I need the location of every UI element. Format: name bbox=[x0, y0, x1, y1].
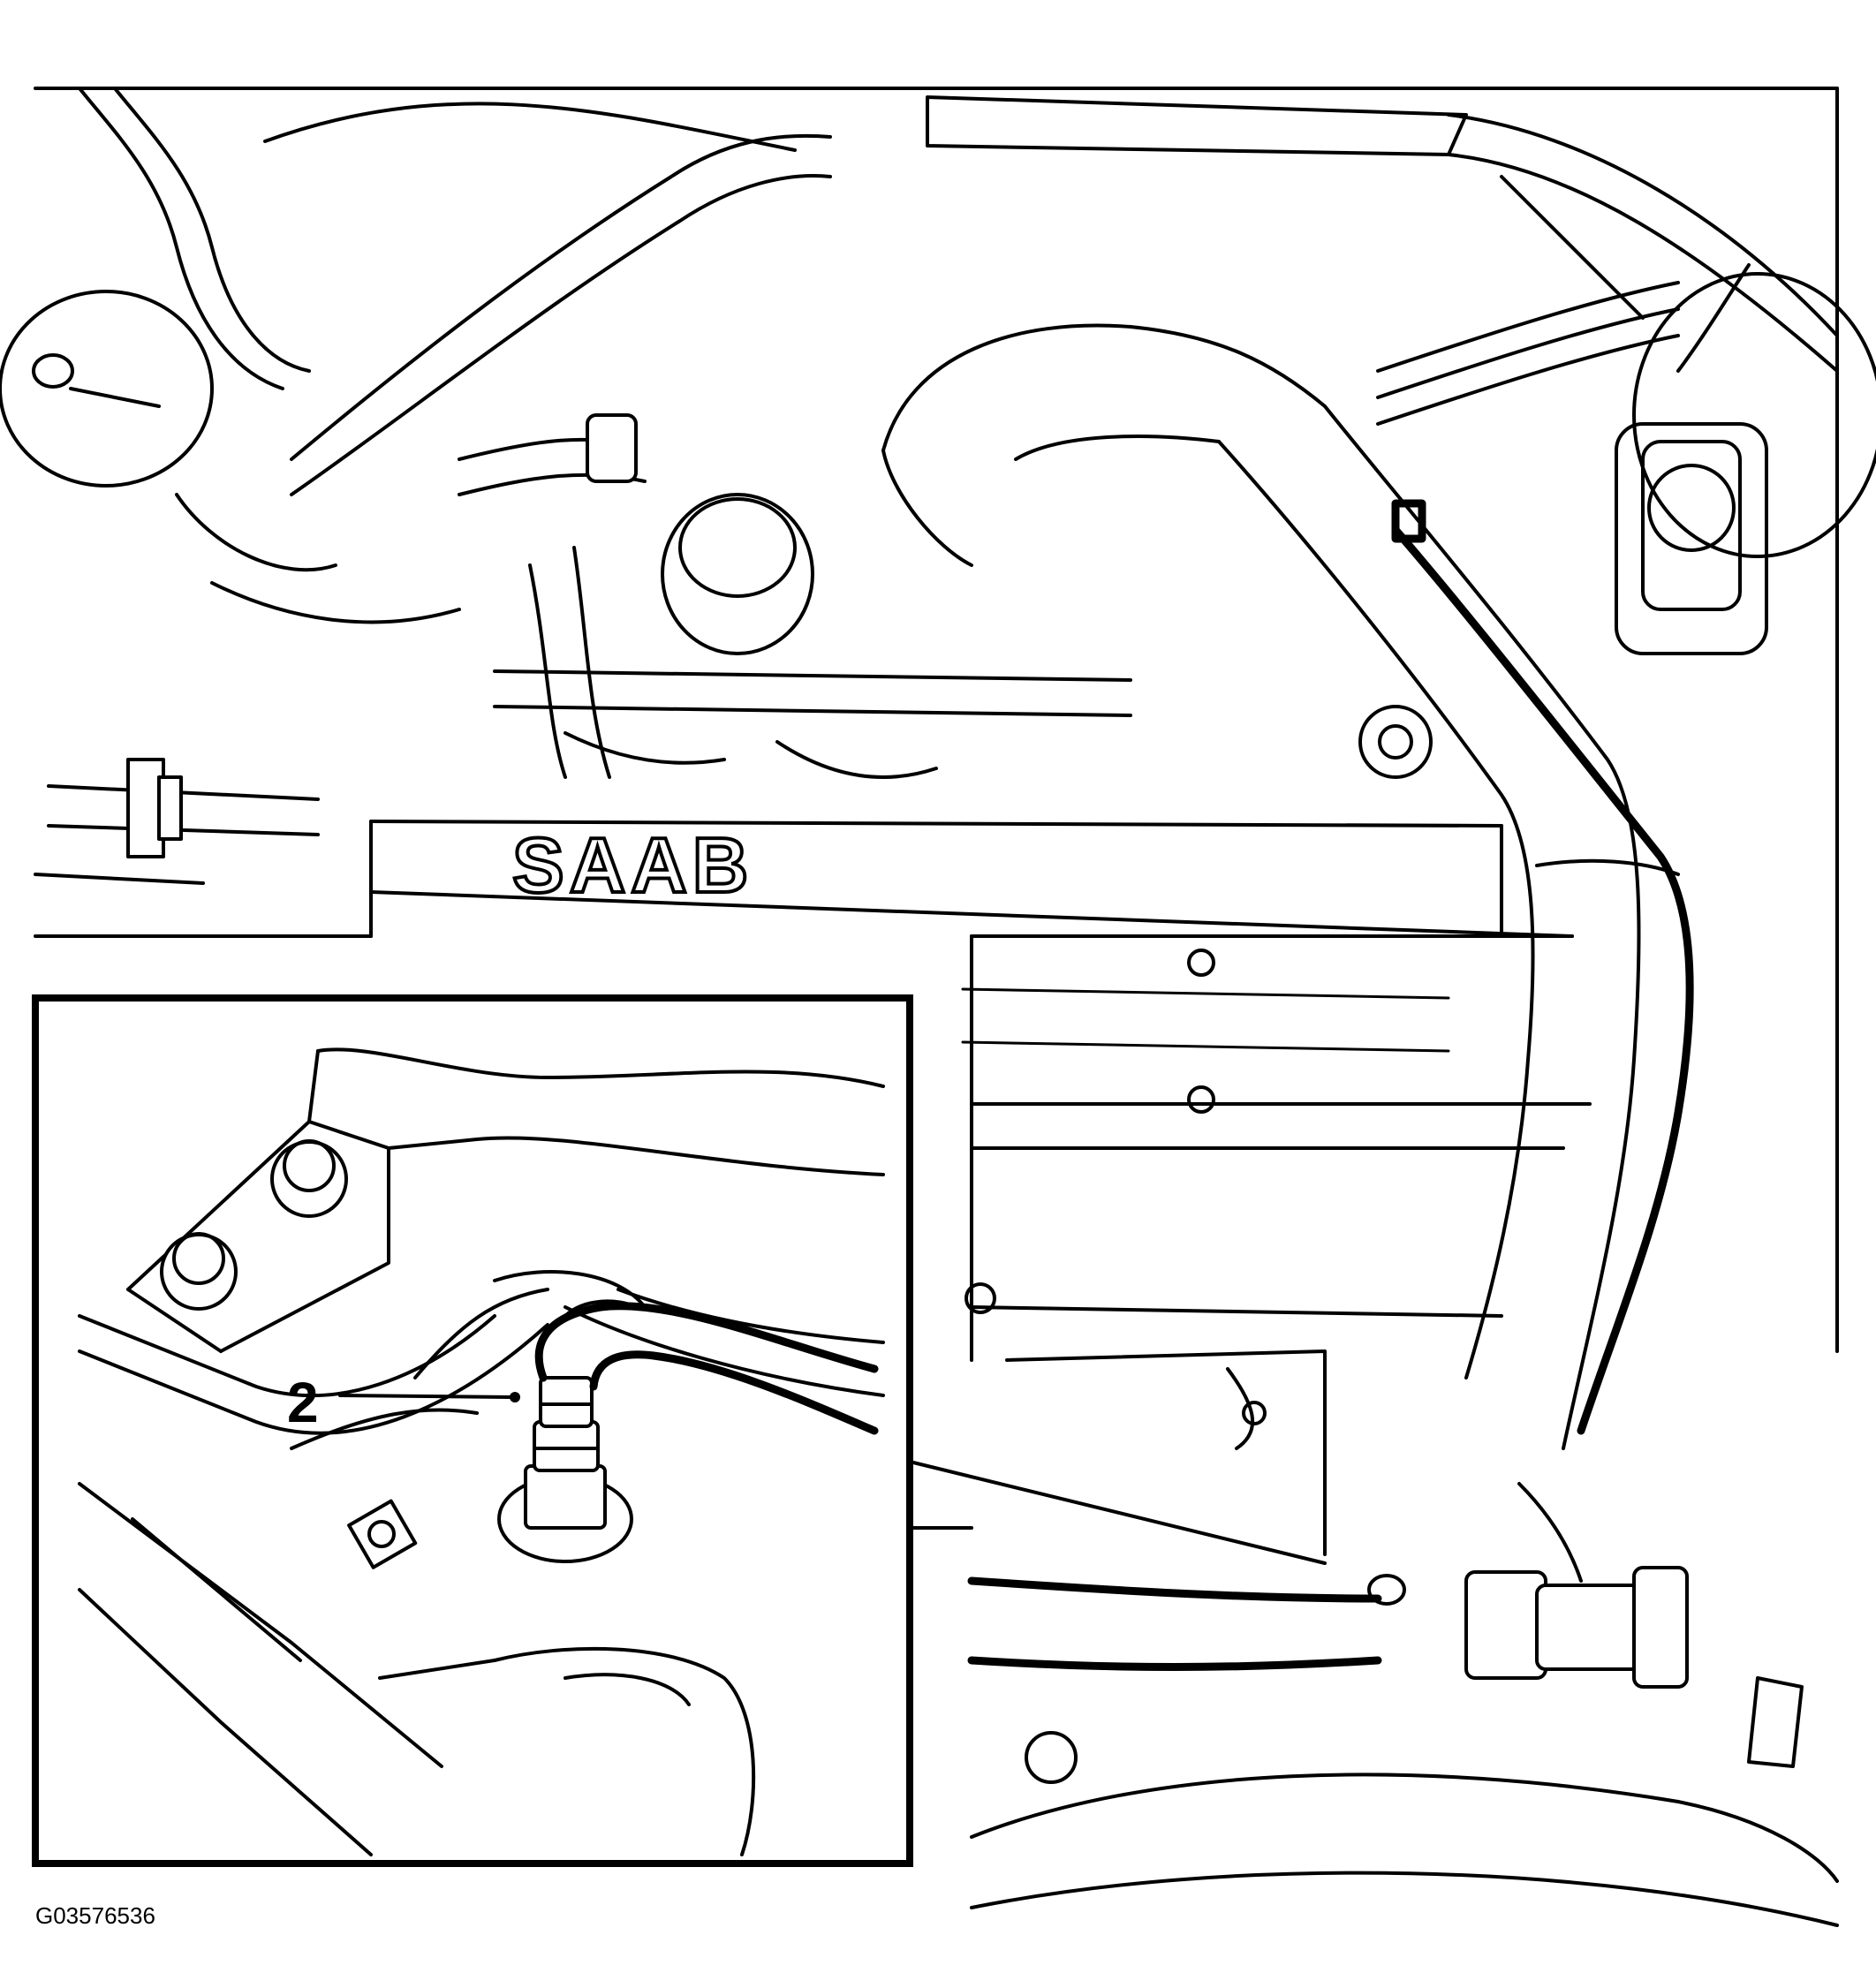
engine-bay-linework bbox=[0, 87, 1876, 1927]
callout-number-2: 2 bbox=[287, 1371, 319, 1434]
bracket-nut bbox=[347, 1499, 418, 1569]
brand-logo-text: SAAB bbox=[512, 821, 753, 909]
mounting-nut-2 bbox=[160, 1232, 238, 1311]
mounting-nut-1 bbox=[270, 1139, 348, 1218]
inset-detail bbox=[32, 994, 913, 1867]
oxygen-sensor bbox=[497, 1376, 633, 1563]
figure-code: G03576536 bbox=[35, 1902, 155, 1929]
